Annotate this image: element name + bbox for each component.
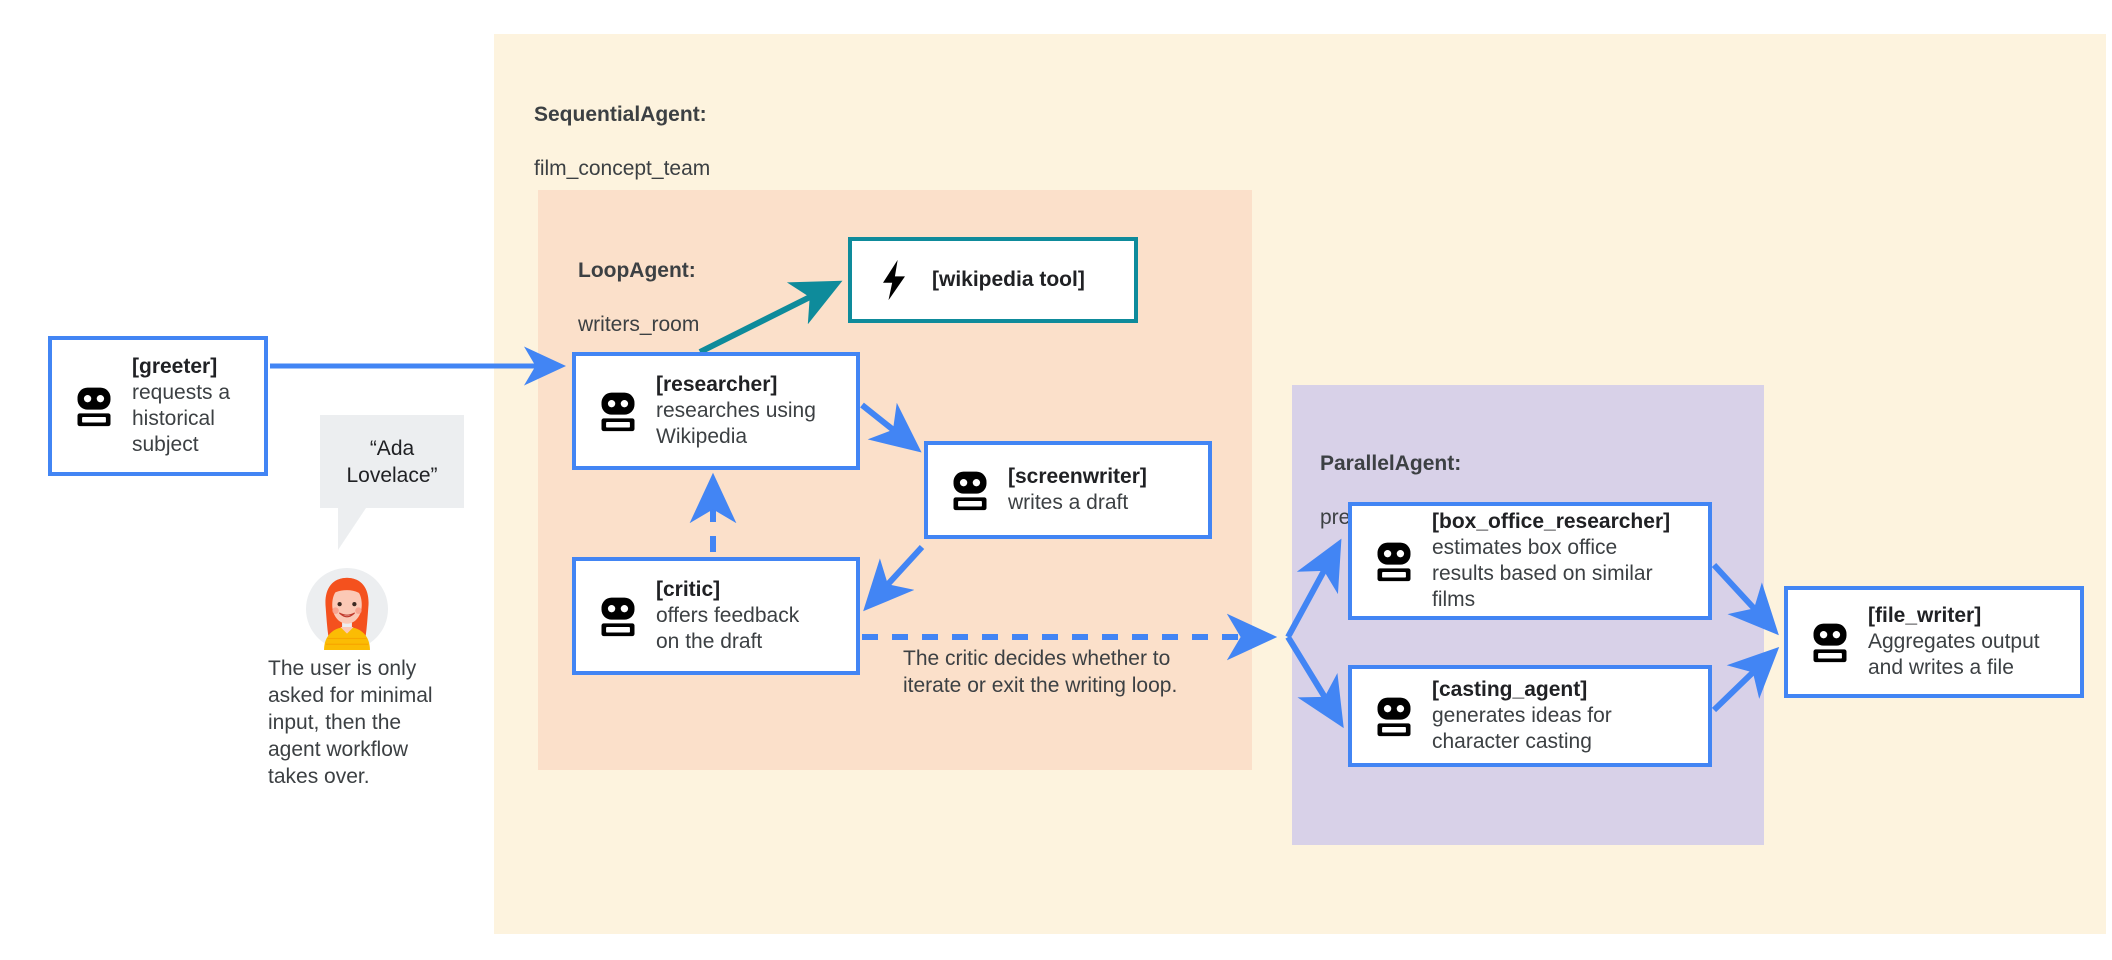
robot-icon: [77, 387, 111, 427]
node-critic-description: offers feedback on the draft: [656, 604, 800, 653]
robot-icon: [601, 597, 635, 637]
speech-bubble: “Ada Lovelace”: [320, 415, 464, 508]
node-wikipedia-tool[interactable]: [wikipedia tool]: [848, 237, 1138, 323]
node-casting-agent-name: [casting_agent]: [1432, 678, 1588, 701]
panel-sequential-type: SequentialAgent:: [534, 103, 707, 126]
node-researcher-name: [researcher]: [656, 373, 778, 396]
robot-icon: [953, 471, 987, 511]
robot-icon: [1377, 542, 1411, 582]
node-screenwriter[interactable]: [screenwriter] writes a draft: [924, 441, 1212, 539]
panel-loop-type: LoopAgent:: [578, 259, 696, 282]
node-screenwriter-name: [screenwriter]: [1008, 465, 1147, 488]
panel-loop-name: writers_room: [578, 313, 700, 336]
node-wikipedia-tool-name: [wikipedia tool]: [932, 268, 1085, 291]
robot-icon: [1813, 623, 1847, 663]
node-critic-name: [critic]: [656, 578, 721, 601]
node-critic-text: [critic] offers feedback on the draft: [656, 577, 813, 655]
node-file-writer-description: Aggregates output and writes a file: [1868, 630, 2040, 679]
node-box-office-researcher[interactable]: [box_office_researcher] estimates box of…: [1348, 502, 1712, 620]
speech-bubble-tail: [338, 508, 366, 550]
node-researcher-text: [researcher] researches using Wikipedia: [656, 372, 830, 450]
robot-icon: [601, 392, 635, 432]
node-box-office-researcher-text: [box_office_researcher] estimates box of…: [1432, 509, 1684, 613]
speech-bubble-text: “Ada Lovelace”: [346, 436, 438, 487]
node-greeter-description: requests a historical subject: [132, 381, 231, 456]
lightning-bolt-icon: [883, 259, 905, 301]
node-greeter-name: [greeter]: [132, 355, 218, 378]
node-file-writer-text: [file_writer] Aggregates output and writ…: [1868, 603, 2054, 681]
node-screenwriter-description: writes a draft: [1008, 491, 1129, 514]
node-greeter-text: [greeter] requests a historical subject: [132, 354, 244, 458]
node-greeter[interactable]: [greeter] requests a historical subject: [48, 336, 268, 476]
node-casting-agent[interactable]: [casting_agent] generates ideas for char…: [1348, 665, 1712, 767]
note-user-input: The user is only asked for minimal input…: [268, 657, 433, 788]
node-box-office-researcher-name: [box_office_researcher]: [1432, 510, 1671, 533]
panel-sequential-title: SequentialAgent: film_concept_team: [534, 74, 710, 182]
node-researcher[interactable]: [researcher] researches using Wikipedia: [572, 352, 860, 470]
node-file-writer-name: [file_writer]: [1868, 604, 1982, 627]
node-file-writer[interactable]: [file_writer] Aggregates output and writ…: [1784, 586, 2084, 698]
note-critic-loop: The critic decides whether to iterate or…: [903, 647, 1178, 697]
node-researcher-description: researches using Wikipedia: [656, 399, 816, 448]
user-avatar-icon: [306, 568, 388, 650]
node-wikipedia-tool-text: [wikipedia tool]: [932, 267, 1099, 293]
panel-parallel-type: ParallelAgent:: [1320, 452, 1462, 475]
node-casting-agent-text: [casting_agent] generates ideas for char…: [1432, 677, 1626, 755]
panel-loop-title: LoopAgent: writers_room: [578, 230, 699, 338]
node-box-office-researcher-description: estimates box office results based on si…: [1432, 536, 1653, 611]
panel-sequential-name: film_concept_team: [534, 157, 711, 180]
node-screenwriter-text: [screenwriter] writes a draft: [1008, 464, 1161, 516]
node-critic[interactable]: [critic] offers feedback on the draft: [572, 557, 860, 675]
node-casting-agent-description: generates ideas for character casting: [1432, 704, 1612, 753]
robot-icon: [1377, 697, 1411, 737]
